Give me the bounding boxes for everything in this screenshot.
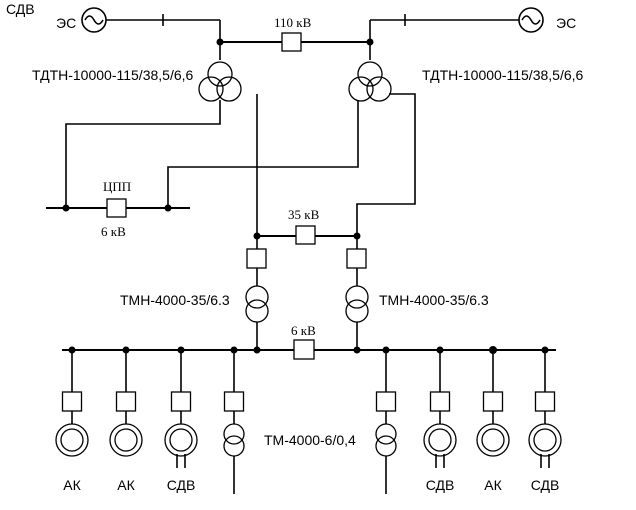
motor-icon	[428, 428, 452, 452]
feeder-breaker	[170, 391, 192, 412]
transformer-t3-icon	[245, 285, 269, 323]
feeder-transformer-icon	[375, 435, 397, 457]
feeders-group: АК АК СДВ СДВ АК СДВ	[55, 346, 562, 494]
motor-icon	[481, 428, 505, 452]
cpp-voltage-label: 6 кВ	[101, 224, 126, 239]
feeder-transformer-icon	[375, 423, 397, 445]
source-right-label: ЭС	[556, 15, 576, 31]
breaker-6kv	[293, 339, 315, 360]
feeder-breaker	[115, 391, 137, 412]
motor-icon	[533, 428, 557, 452]
transformer-t2-icon	[348, 61, 392, 102]
bus-110-label: 110 кВ	[274, 15, 312, 30]
corner-label: СДВ	[6, 1, 35, 17]
t3-name: ТМН-4000-35/6.3	[120, 292, 230, 308]
feeder-label: АК	[63, 477, 81, 493]
generator-right-icon	[518, 7, 544, 33]
bus-6-label: 6 кВ	[291, 323, 316, 338]
motor-icon	[476, 423, 510, 457]
feeder-transformer-icon	[223, 435, 245, 457]
breaker-t4	[346, 248, 367, 269]
motor-icon	[55, 423, 89, 457]
feeder-breaker	[223, 391, 245, 412]
breaker-110kv	[281, 32, 302, 52]
t1-name: ТДТН-10000-115/38,5/6,6	[32, 67, 194, 83]
feeder-breaker	[482, 391, 504, 412]
t4-name: ТМН-4000-35/6.3	[379, 292, 489, 308]
feeder-breaker	[375, 391, 397, 412]
feeder-label: СДВ	[426, 477, 455, 493]
motor-icon	[114, 428, 138, 452]
breaker-t3	[246, 248, 267, 269]
source-left-label: ЭС	[56, 15, 76, 31]
motor-icon	[60, 428, 84, 452]
feeder-breaker	[429, 391, 451, 412]
motor-icon	[169, 428, 193, 452]
breaker-cpp	[106, 198, 127, 218]
feeder-label: АК	[484, 477, 502, 493]
transformer-t1-icon	[198, 61, 242, 102]
feeder-label: АК	[117, 477, 135, 493]
bus-35-label: 35 кВ	[288, 207, 320, 222]
feeder-transformer-icon	[223, 423, 245, 445]
feeder-breaker	[534, 391, 556, 412]
cpp-label: ЦПП	[103, 179, 131, 194]
transformer-t4-icon	[345, 285, 369, 323]
motor-icon	[109, 423, 143, 457]
breaker-35kv	[295, 225, 316, 245]
tm-name: ТМ-4000-6/0,4	[264, 432, 356, 448]
t2-name: ТДТН-10000-115/38,5/6,6	[422, 67, 584, 83]
feeder-breaker	[61, 391, 83, 412]
feeder-label: СДВ	[531, 477, 560, 493]
motor-icon	[528, 423, 562, 457]
generator-left-icon	[81, 7, 107, 33]
motor-icon	[164, 423, 198, 457]
motor-icon	[423, 423, 457, 457]
feeder-label: СДВ	[167, 477, 196, 493]
